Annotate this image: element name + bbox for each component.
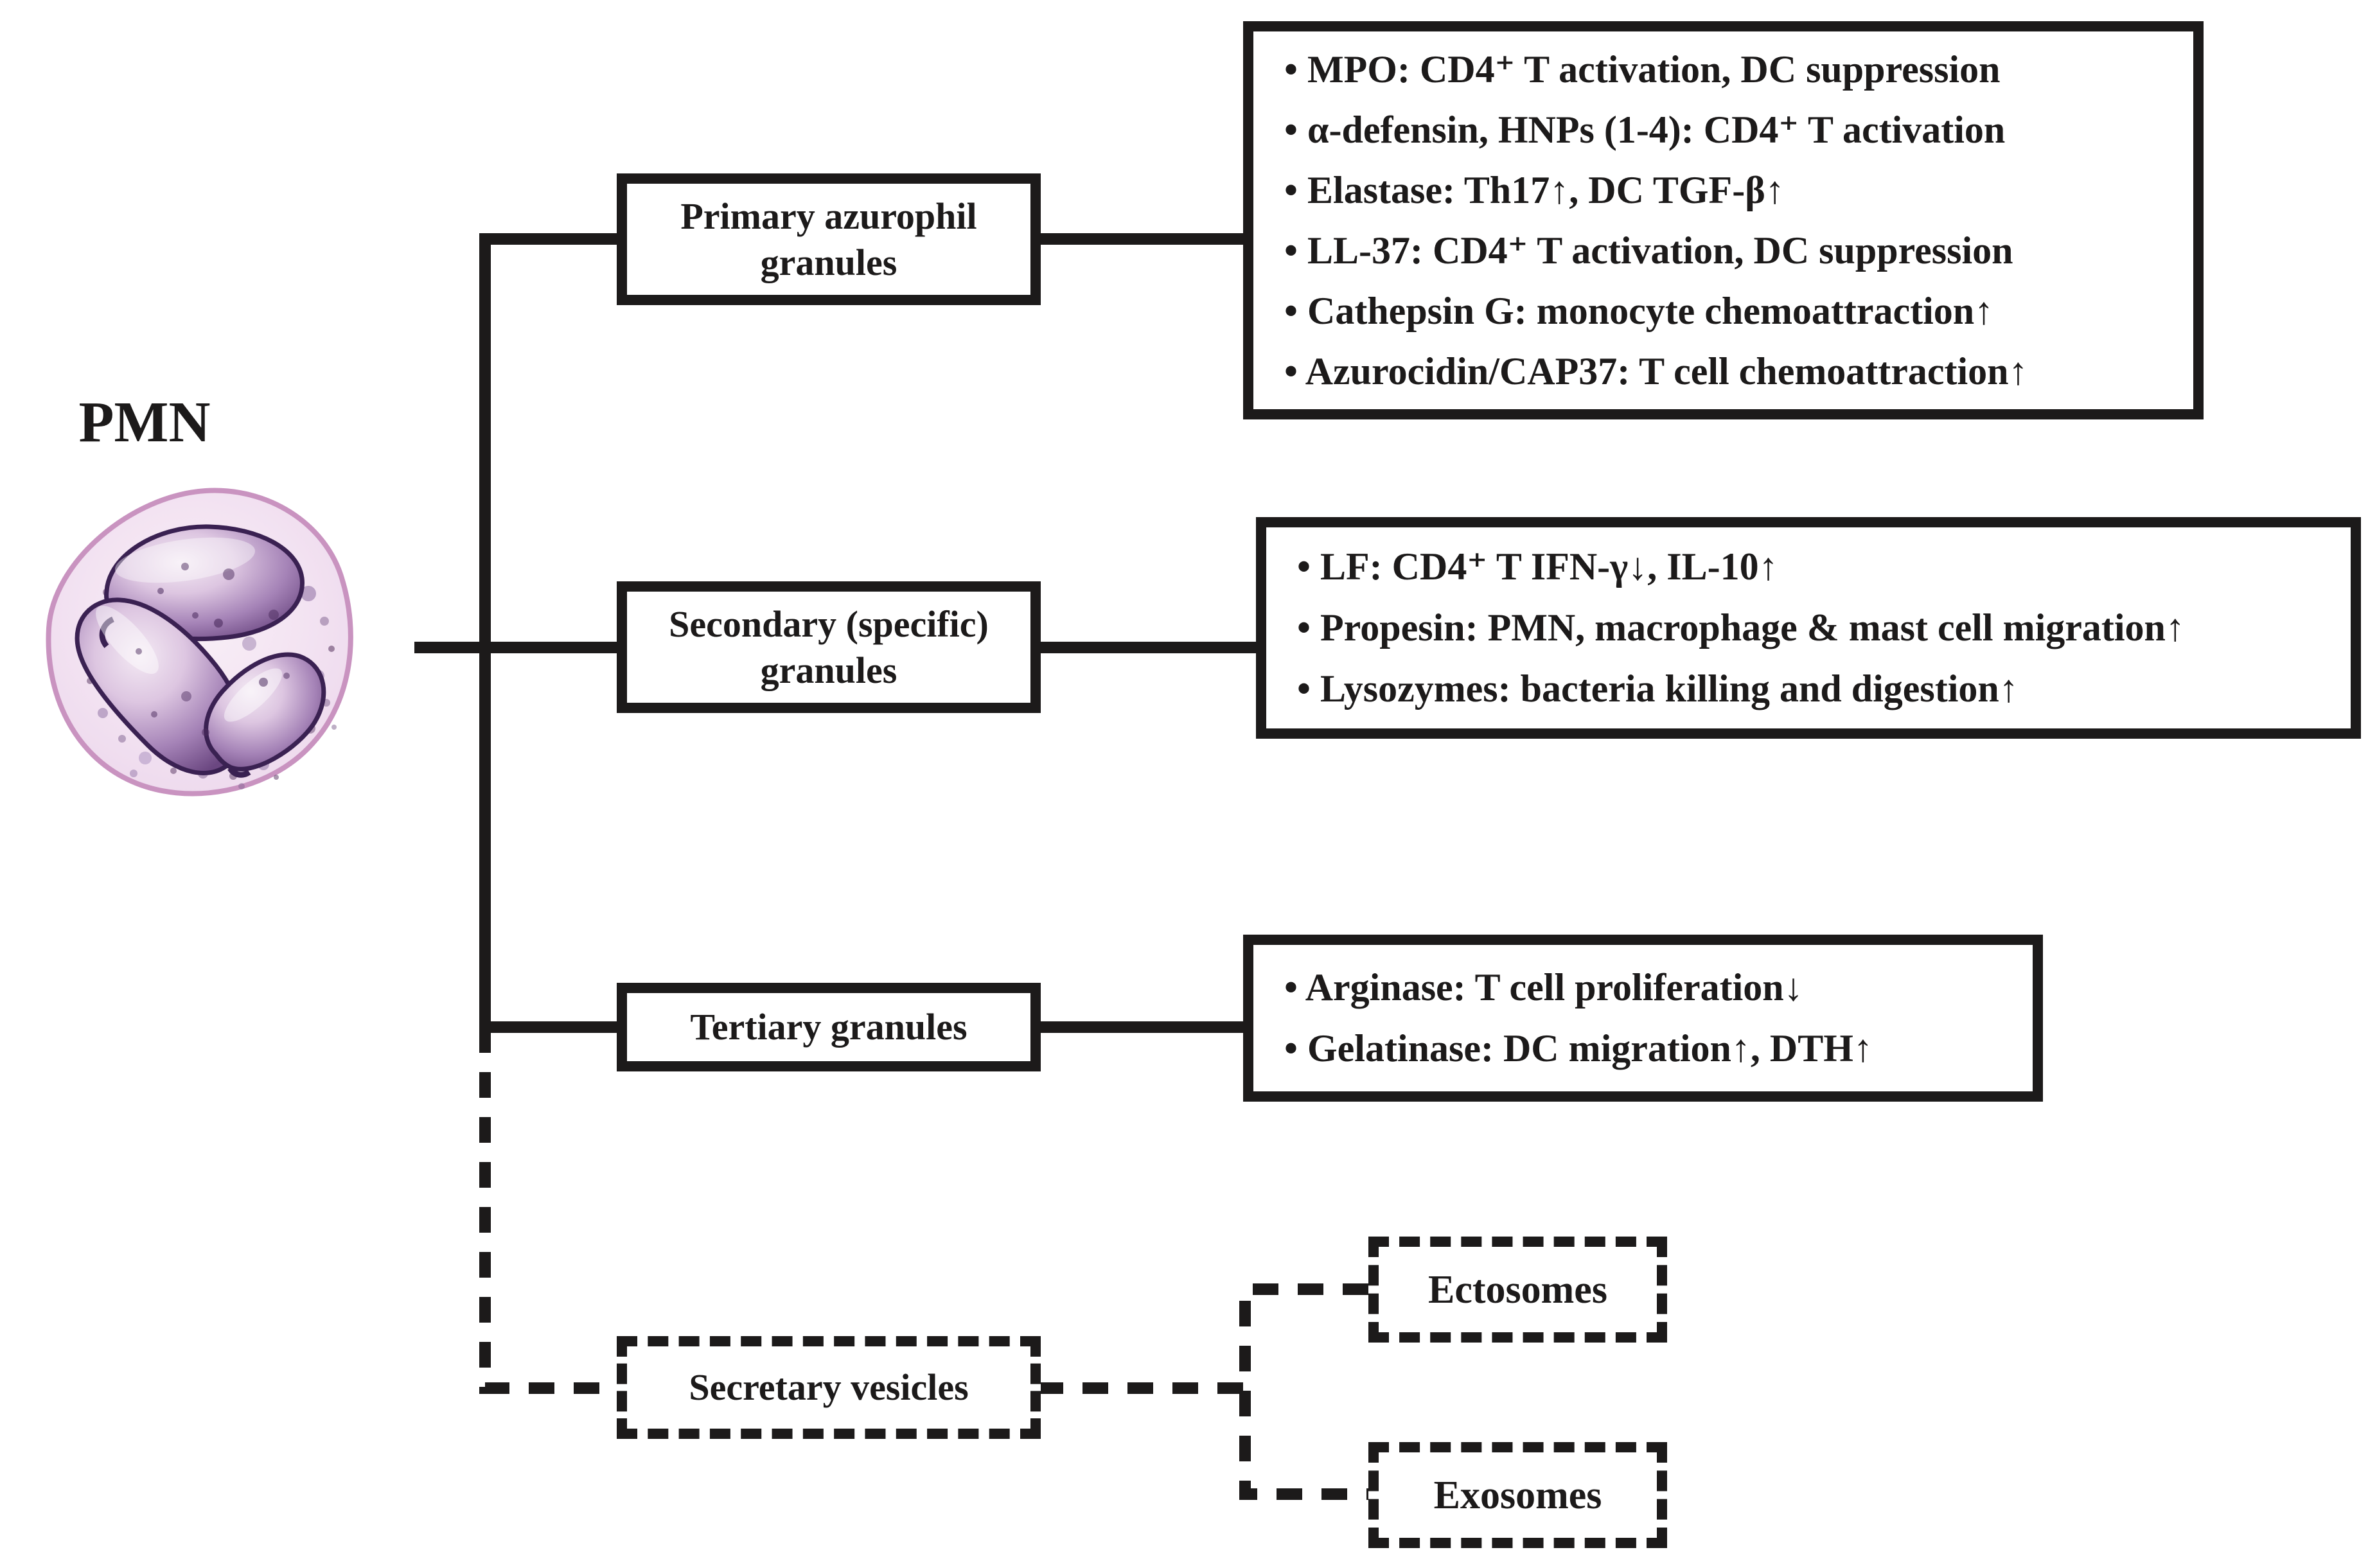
- primary-granules-detail-box: • MPO: CD4⁺ T activation, DC suppression…: [1243, 21, 2204, 419]
- vesicle-split-dashed-line: [1239, 1283, 1368, 1500]
- bullet-item: • Lysozymes: bacteria killing and digest…: [1297, 667, 2019, 710]
- bullet-item: • Gelatinase: DC migration↑, DTH↑: [1284, 1027, 1873, 1070]
- trunk-dashed-line: [479, 1027, 617, 1394]
- bullet-item: • LL-37: CD4⁺ T activation, DC suppressi…: [1284, 229, 2013, 272]
- bullet-item: • Elastase: Th17↑, DC TGF-β↑: [1284, 169, 1785, 211]
- secondary-granules-detail-box: • LF: CD4⁺ T IFN-γ↓, IL-10↑ • Propesin: …: [1256, 517, 2361, 739]
- bullet-item: • Cathepsin G: monocyte chemoattraction↑: [1284, 290, 1994, 332]
- pmn-label: PMN: [78, 391, 211, 454]
- bullet-item: • Azurocidin/CAP37: T cell chemoattracti…: [1284, 350, 2028, 392]
- nucleus-speckles: [136, 563, 290, 736]
- tertiary-granules-label: Tertiary granules: [690, 1006, 968, 1048]
- bullet-item: • MPO: CD4⁺ T activation, DC suppression: [1284, 48, 2001, 91]
- ectosomes-label: Ectosomes: [1428, 1267, 1607, 1312]
- bullet-item: • Propesin: PMN, macrophage & mast cell …: [1297, 606, 2185, 649]
- bullet-item: • α-defensin, HNPs (1-4): CD4⁺ T activat…: [1284, 109, 2006, 151]
- trunk-line: [479, 233, 617, 1033]
- secondary-granules-box: Secondary (specific) granules: [617, 581, 1041, 713]
- exosomes-box: Exosomes: [1368, 1442, 1667, 1548]
- tertiary-granules-box: Tertiary granules: [617, 983, 1041, 1071]
- ectosomes-box: Ectosomes: [1368, 1237, 1667, 1343]
- pmn-cell-illustration: [46, 488, 353, 797]
- bullet-item: • LF: CD4⁺ T IFN-γ↓, IL-10↑: [1297, 545, 1778, 588]
- tertiary-granules-detail-box: • Arginase: T cell proliferation↓ • Gela…: [1243, 935, 2043, 1102]
- primary-granules-label: Primary azurophil granules: [680, 195, 977, 283]
- exosomes-label: Exosomes: [1433, 1473, 1602, 1517]
- secondary-granules-label: Secondary (specific) granules: [669, 603, 989, 691]
- primary-granules-box: Primary azurophil granules: [617, 173, 1041, 305]
- nucleus-lobes: [75, 524, 326, 778]
- bullet-item: • Arginase: T cell proliferation↓: [1284, 966, 1803, 1009]
- secretary-vesicles-label: Secretary vesicles: [689, 1366, 969, 1408]
- secretary-vesicles-box: Secretary vesicles: [617, 1336, 1041, 1439]
